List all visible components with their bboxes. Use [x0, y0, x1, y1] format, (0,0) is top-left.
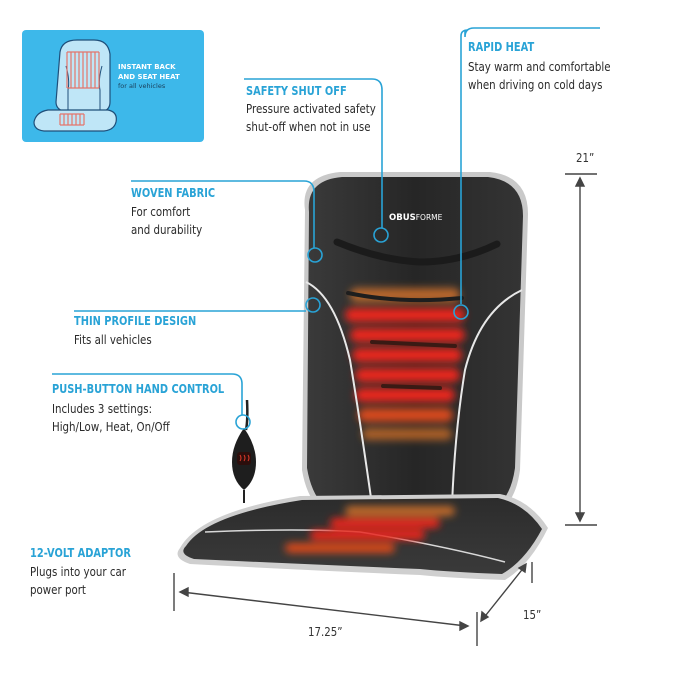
rapid-heat-heading: RAPID HEAT [468, 40, 535, 54]
badge-title: INSTANT BACK AND SEAT HEAT [118, 63, 180, 82]
badge-title-line1: INSTANT BACK [118, 63, 176, 71]
width-dimension-arrow [173, 573, 478, 646]
woven-fabric-desc-line2: and durability [131, 222, 203, 237]
hand-control-desc-line1: Includes 3 settings: [52, 401, 153, 416]
height-dimension-arrow [565, 173, 597, 526]
adaptor-desc-line1: Plugs into your car [30, 564, 126, 579]
hand-control-desc-line2: High/Low, Heat, On/Off [52, 419, 170, 434]
feature-badge [22, 30, 204, 142]
hand-control-heading: PUSH-BUTTON HAND CONTROL [52, 382, 225, 396]
seat-heat-icon [33, 39, 117, 132]
woven-fabric-heading: WOVEN FABRIC [131, 186, 216, 200]
thin-profile-desc-line1: Fits all vehicles [74, 332, 152, 347]
woven-fabric-desc-line1: For comfort [131, 204, 191, 219]
safety-shutoff-desc-line1: Pressure activated safety [246, 101, 376, 116]
height-dimension-label: 21” [576, 151, 595, 165]
seat-cushion [177, 494, 549, 580]
safety-shutoff-desc-line2: shut-off when not in use [246, 119, 371, 134]
badge-subtitle: for all vehicles [118, 82, 166, 90]
thin-profile-heading: THIN PROFILE DESIGN [74, 314, 197, 328]
width-dimension-label: 17.25” [308, 625, 343, 639]
brand-logo: OBUSFORME [389, 213, 443, 223]
depth-dimension-label: 15” [523, 608, 542, 622]
callout-leader-lines [52, 27, 600, 430]
rapid-heat-desc-line1: Stay warm and comfortable [468, 59, 611, 74]
badge-title-line2: AND SEAT HEAT [118, 72, 180, 81]
adaptor-heading: 12-VOLT ADAPTOR [30, 546, 131, 560]
hand-control-remote [232, 399, 256, 503]
seat-backrest [302, 172, 528, 510]
rapid-heat-desc-line2: when driving on cold days [468, 77, 603, 92]
depth-dimension-arrow [480, 562, 533, 623]
safety-shutoff-heading: SAFETY SHUT OFF [246, 84, 347, 98]
adaptor-desc-line2: power port [30, 582, 86, 597]
